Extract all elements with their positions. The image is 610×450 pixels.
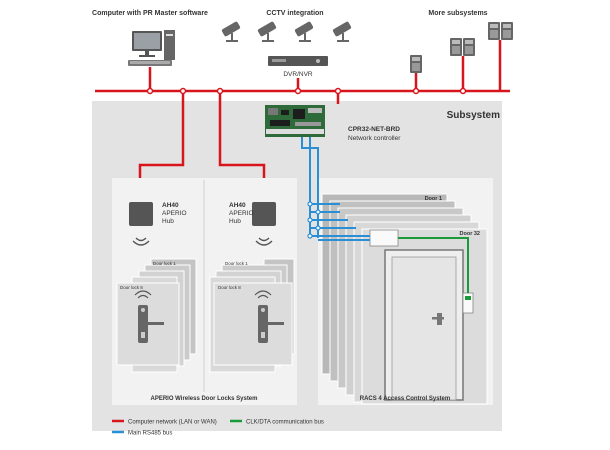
cctv-camera-icon [294, 21, 314, 42]
door-lock-8-label: Door lock 8 [218, 285, 241, 290]
door-lock-1-label: Door lock 1 [225, 261, 248, 266]
legend-clk-dta: CLK/DTA communication bus [246, 420, 324, 426]
door-1-label: Door 1 [425, 196, 442, 202]
door-icon [384, 249, 464, 401]
hub1-model: AH40 [162, 202, 179, 209]
aperio-system-label: APERIO Wireless Door Locks System [151, 396, 258, 402]
hub2-brand: APERIO [229, 210, 254, 217]
door-32-label: Door 32 [460, 231, 480, 237]
door-lock-icon [258, 305, 284, 343]
subsystem-title: Subsystem [447, 110, 500, 121]
computer-label: Computer with PR Master software [92, 10, 208, 17]
door-lock-icon [138, 305, 164, 343]
door-lock-1-label: Door lock 1 [153, 261, 176, 266]
door-lock-stack [209, 258, 295, 373]
keypad-icon [501, 22, 513, 40]
door-lock-stack [116, 258, 197, 373]
hub2-model: AH40 [229, 202, 246, 209]
clk-dta-bus-line [398, 237, 469, 293]
computer-icon [128, 30, 175, 66]
hub1-brand: APERIO [162, 210, 187, 217]
door-controller-icon [369, 229, 399, 247]
network-controller-board [265, 105, 325, 137]
aperio-hub-icon [252, 202, 276, 226]
legend-computer-network: Computer network (LAN or WAN) [128, 420, 217, 426]
cctv-label: CCTV integration [266, 10, 323, 17]
controller-desc: Network controller [348, 135, 401, 142]
more-subsystems-label: More subsystems [428, 10, 487, 17]
wireless-icon [254, 290, 272, 299]
hub1-type: Hub [162, 218, 174, 225]
keypad-icon [450, 38, 462, 56]
hub2-type: Hub [229, 218, 241, 225]
network-junctions [146, 87, 467, 95]
door-lock-8-label: Door lock 8 [120, 285, 143, 290]
legend-rs485: Main RS485 bus [128, 431, 172, 437]
keypad-icon [463, 38, 475, 56]
aperio-hub-icon [129, 202, 153, 226]
wireless-icon [134, 290, 152, 299]
card-reader-icon [462, 292, 474, 314]
cctv-camera-icon [257, 21, 277, 42]
racs-system-label: RACS 4 Access Control System [360, 396, 450, 402]
cctv-camera-icon [221, 21, 241, 42]
keypad-icon [410, 55, 422, 73]
wireless-icon [255, 237, 273, 246]
controller-name: CPR32-NET-BRD [348, 126, 400, 133]
keypad-icon [488, 22, 500, 40]
dvr-icon [268, 56, 328, 66]
legend: Computer network (LAN or WAN) Main RS485… [112, 420, 324, 437]
cctv-camera-icon [332, 21, 352, 42]
wireless-icon [132, 237, 150, 246]
rs485-junctions [307, 201, 321, 239]
dvr-label: DVR/NVR [283, 71, 313, 78]
